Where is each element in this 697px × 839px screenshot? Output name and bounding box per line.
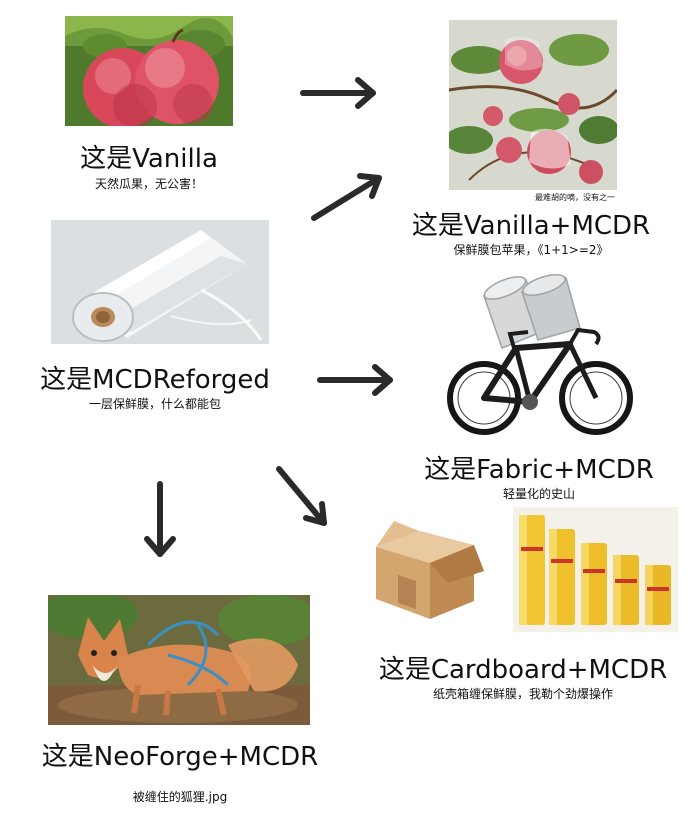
mcdreforged-title: 这是MCDReforged	[40, 365, 270, 395]
vanilla-title: 这是Vanilla	[80, 144, 218, 174]
wrapped-apples-caption: 最难胡的嘀，没有之一	[535, 193, 615, 202]
tangled-fox-photo	[48, 595, 310, 725]
vanilla-subtitle: 天然瓜果，无公害！	[94, 177, 203, 191]
mcdreforged-subtitle: 一层保鲜膜，什么都能包	[88, 397, 221, 411]
cling-film-rolls-photo	[513, 507, 678, 632]
vanilla-mcdr-title: 这是Vanilla+MCDR	[411, 211, 651, 241]
bicycle-with-rolls-photo	[444, 270, 634, 450]
cardboard-box-image	[368, 513, 486, 625]
wrapped-apples-photo	[449, 20, 617, 190]
neoforge-mcdr-subtitle: 被缠住的狐狸.jpg	[132, 790, 228, 804]
cardboard-mcdr-subtitle: 纸壳箱缠保鲜膜，我勒个劲爆操作	[432, 687, 613, 701]
fabric-mcdr-subtitle: 轻量化的史山	[502, 487, 575, 501]
fabric-mcdr-title: 这是Fabric+MCDR	[424, 455, 654, 485]
apples-photo	[65, 16, 233, 126]
neoforge-mcdr-title: 这是NeoForge+MCDR	[41, 742, 319, 772]
plastic-wrap-photo	[51, 220, 269, 344]
cardboard-mcdr-title: 这是Cardboard+MCDR	[378, 655, 668, 685]
vanilla-mcdr-subtitle: 保鲜膜包苹果，《1+1>=2》	[453, 243, 609, 257]
